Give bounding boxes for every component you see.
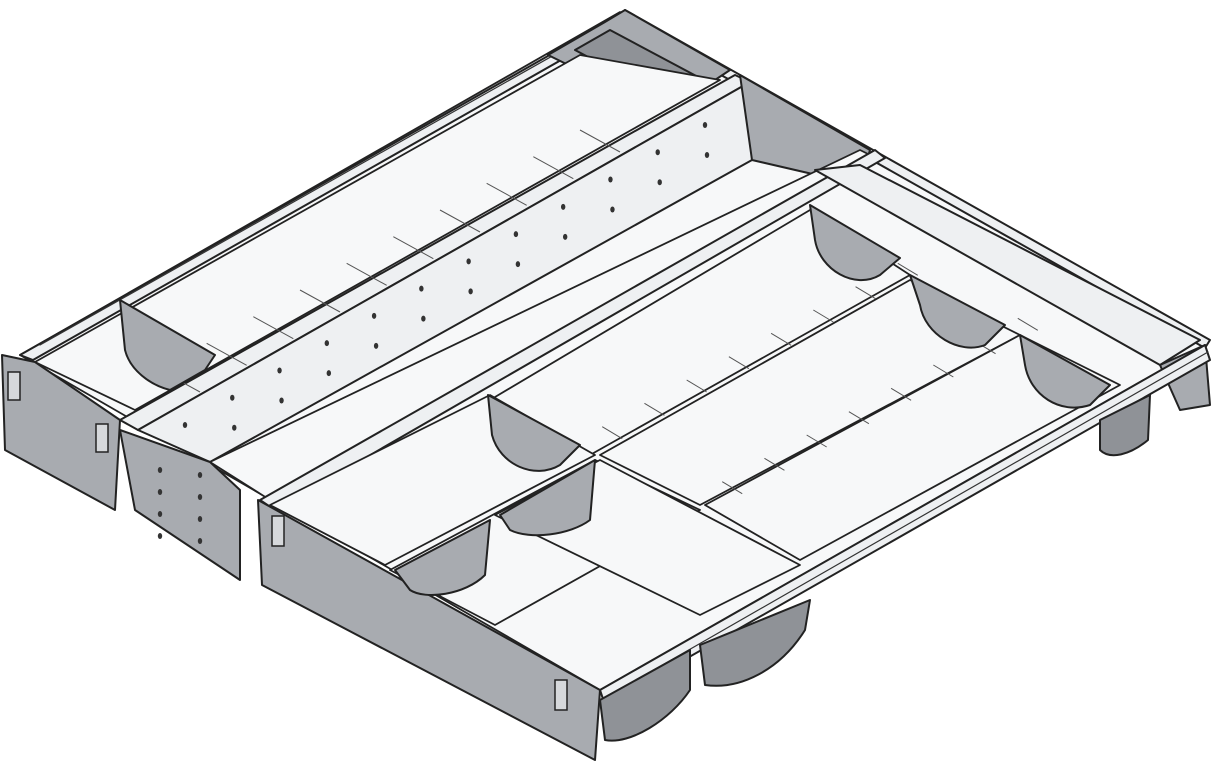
floor-rib [890, 387, 912, 401]
floor-rib [806, 434, 827, 448]
perforation-hole [608, 176, 613, 183]
floor-rib [764, 457, 785, 471]
perforation-hole [157, 511, 163, 517]
perforation-hole [373, 342, 379, 349]
perforation-hole [421, 315, 426, 322]
floor-rib [933, 364, 954, 378]
perforation-hole [562, 233, 568, 240]
left-end-cap [1, 354, 121, 511]
perforation-hole [157, 533, 163, 539]
front-left-panel-holes [157, 467, 203, 544]
floor-rib [601, 426, 623, 440]
perforation-hole [277, 367, 282, 374]
floor-rib [299, 289, 341, 313]
perforation-hole [197, 472, 203, 478]
front-clip-2 [554, 679, 568, 711]
perforation-hole [197, 494, 203, 500]
perforation-hole [704, 152, 710, 158]
under-tray-3 [1099, 394, 1151, 457]
floor-rib [855, 286, 876, 300]
perforation-hole [232, 424, 237, 431]
perforation-hole [182, 422, 188, 428]
floor-rib [686, 379, 707, 393]
perforation-hole [702, 122, 708, 128]
floor-rib [533, 156, 574, 180]
floor-rib [644, 402, 665, 416]
perforation-hole [326, 370, 332, 377]
left-clip-1 [7, 371, 21, 401]
perforation-hole [560, 203, 566, 210]
floor-rib [439, 209, 481, 233]
right-compartment-3 [704, 334, 1121, 561]
left-long-compartment [34, 54, 721, 411]
perforation-hole [466, 258, 471, 265]
floor-rib [721, 481, 743, 495]
front-left-panel [119, 429, 241, 581]
floor-rib [393, 236, 434, 260]
floor-rib [848, 411, 870, 425]
cup-divider-2 [909, 274, 1006, 349]
perforation-hole [657, 179, 662, 186]
perforation-hole [230, 394, 235, 401]
back-narrow-tray [814, 164, 1201, 366]
cup-divider-3 [1019, 334, 1111, 409]
floor-rib [486, 182, 527, 206]
perforation-hole [371, 312, 377, 319]
cup-divider-1 [809, 204, 901, 281]
cup-divider-4 [487, 394, 581, 472]
left-cup-divider [119, 299, 216, 391]
floor-rib [206, 342, 247, 366]
front-clip-1 [271, 515, 285, 547]
floor-rib [770, 332, 792, 346]
floor-rib [813, 309, 834, 323]
floor-rib [579, 129, 621, 153]
perforation-hole [279, 397, 284, 404]
perforation-hole [324, 340, 330, 347]
perforation-hole [197, 538, 203, 544]
perforation-hole [157, 467, 163, 473]
front-long-panel [257, 499, 601, 761]
perforation-hole [610, 206, 615, 213]
perforation-hole [515, 261, 521, 268]
perforation-hole [157, 489, 163, 495]
perforation-hole [513, 231, 519, 238]
front-right-rail-edge [604, 351, 1209, 699]
perforation-hole [468, 288, 473, 295]
perforation-hole [655, 149, 660, 156]
cup-divider-6 [394, 519, 491, 596]
perforation-hole [197, 516, 203, 522]
left-clip-2 [95, 423, 109, 453]
floor-rib [897, 262, 919, 276]
under-tray-2 [699, 599, 811, 687]
floor-rib [1017, 317, 1039, 331]
perforation-hole [419, 285, 424, 292]
floor-rib [346, 262, 387, 286]
cup-divider-5 [499, 459, 596, 537]
back-left-rail-edge [39, 14, 626, 346]
floor-rib [253, 316, 294, 340]
under-tray-1 [599, 649, 691, 742]
floor-rib [728, 356, 750, 370]
